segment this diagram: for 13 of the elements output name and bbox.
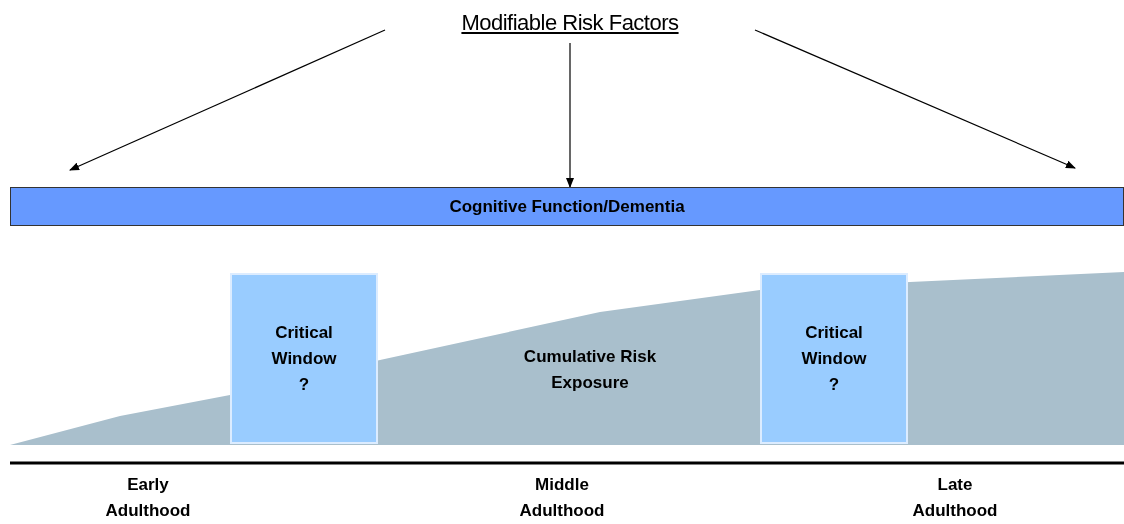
arrow [566,42,574,188]
critical-window-box [230,273,378,444]
outcome-bar [10,187,1124,226]
heading: Modifiable Risk Factors [461,10,679,36]
stage-label: Middle Adulthood [518,474,606,522]
stage-label: Early Adulthood [104,474,192,522]
arrow [754,29,1076,169]
window-label: Critical Window ? [270,321,338,396]
window-label: Critical Window ? [800,321,868,396]
stage-label: Late Adulthood [911,474,999,522]
area-label: Cumulative Risk Exposure [522,346,658,394]
arrow [69,29,386,171]
bar-label: Cognitive Function/Dementia [449,195,685,218]
